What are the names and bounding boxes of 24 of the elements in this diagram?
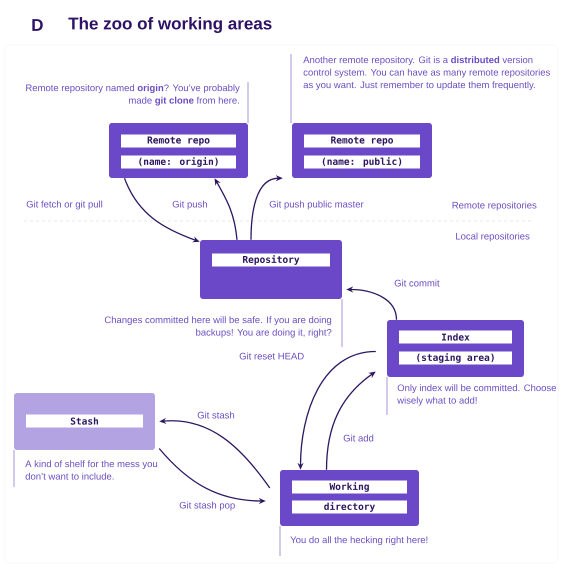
note: Remote repository named origin? You’ve probably made git clone from here. <box>26 84 240 106</box>
area-box: Remote repo (name: origin) <box>109 123 248 178</box>
edge-label: Git push public master <box>270 200 364 210</box>
edge-label: Git add <box>344 434 374 442</box>
area-box: Remote repo (name: public) <box>292 123 432 178</box>
area-box: Stash <box>14 393 155 450</box>
edge-label: Git reset HEAD <box>240 352 304 360</box>
region-label: Remote repositories <box>452 202 536 210</box>
region-label: Local repositories <box>456 232 530 242</box>
section-letter: D <box>32 19 43 31</box>
edge-label: Git commit <box>394 280 440 286</box>
title: The zoo of working areas <box>68 17 272 33</box>
note: Another remote repository. Git is a distributed version control system. You can have as many remote repositories as you want. Just remember to update them frequently. <box>303 56 550 90</box>
edge-label: Git push <box>172 200 207 210</box>
area-box: Working directory <box>280 470 419 526</box>
note: Changes committed here will be safe. If you are doing backups! You are doing it, right? <box>104 316 332 338</box>
note: You do all the hecking right here! <box>290 536 428 546</box>
note: Only index will be committed. Choose wisely what to add! <box>397 384 556 406</box>
area-box: Repository <box>200 240 342 299</box>
note: A kind of shelf for the mess you don’t want to include. <box>25 460 158 480</box>
edge-label: Git stash pop <box>180 502 235 510</box>
edge-label: Git stash <box>198 412 234 418</box>
edge-label: Git fetch or git pull <box>26 200 102 210</box>
area-box: Index (staging area) <box>387 320 524 377</box>
